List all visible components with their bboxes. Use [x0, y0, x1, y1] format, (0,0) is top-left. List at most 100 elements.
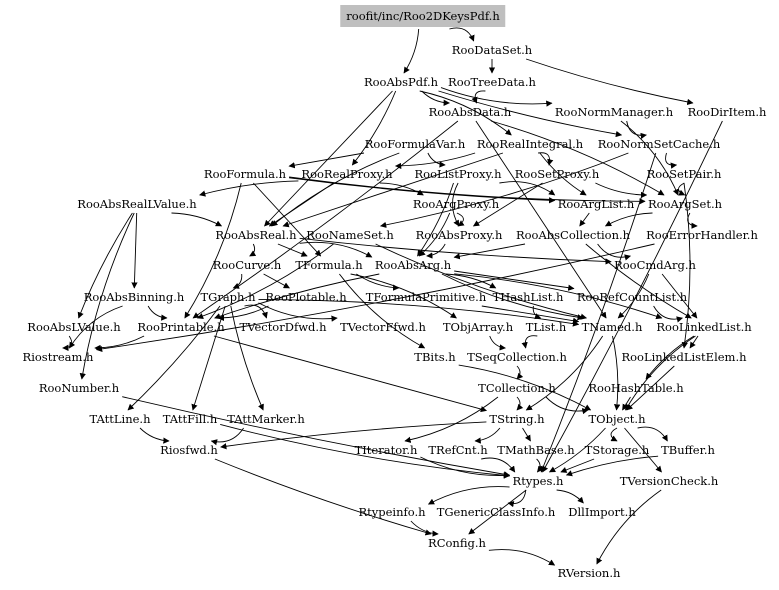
edge-TFormula-to-TBits: [339, 273, 426, 349]
edge-TAttLine-to-Riosfwd: [139, 427, 170, 444]
node-tvectorffwd[interactable]: TVectorFfwd.h: [340, 320, 426, 334]
node-roosetpair[interactable]: RooSetPair.h: [646, 167, 722, 181]
edge-RooAbsArg-to-RooPrintable: [214, 273, 380, 320]
node-riostream[interactable]: Riostream.h: [22, 350, 94, 364]
edge-Rtypes-to-TGenericClassInfo: [507, 489, 527, 508]
node-rooabsproxy[interactable]: RooAbsProxy.h: [415, 228, 503, 242]
node-rooabsarg[interactable]: RooAbsArg.h: [374, 258, 452, 272]
node-tattfill[interactable]: TAttFill.h: [162, 412, 218, 426]
node-roodiritem[interactable]: RooDirItem.h: [687, 105, 767, 119]
node-roonormsetcache[interactable]: RooNormSetCache.h: [597, 137, 721, 151]
node-rversion[interactable]: RVersion.h: [557, 566, 621, 580]
edge-TBuffer-to-Rtypes: [565, 455, 659, 477]
edge-RooSetProxy-to-RooArgSet: [595, 182, 648, 199]
node-rooabslvalue[interactable]: RooAbsLValue.h: [27, 320, 121, 334]
node-rooabscollection[interactable]: RooAbsCollection.h: [515, 228, 631, 242]
node-riosfwd[interactable]: Riosfwd.h: [160, 443, 218, 457]
node-tnamed[interactable]: TNamed.h: [581, 320, 643, 334]
node-rooargproxy[interactable]: RooArgProxy.h: [412, 197, 500, 211]
node-rooabspdf[interactable]: RooAbsPdf.h: [363, 75, 439, 89]
edge-RooRefCountList-to-RooLinkedList: [653, 305, 684, 323]
node-rooabsbinning[interactable]: RooAbsBinning.h: [83, 290, 185, 304]
node-tmathbase[interactable]: TMathBase.h: [497, 443, 575, 457]
edge-Rtypeinfo-to-RConfig: [410, 520, 439, 537]
node-tstring[interactable]: TString.h: [489, 412, 545, 426]
node-roocurve[interactable]: RooCurve.h: [212, 258, 282, 272]
edge-RooAbsReal-to-RooCurve: [249, 243, 257, 257]
edge-RooNormManager-to-RooArgSet: [620, 120, 679, 196]
edge-TMathBase-to-Rtypes: [536, 458, 544, 473]
edge-TObject-to-TBuffer: [637, 426, 668, 442]
node-roodataset[interactable]: RooDataSet.h: [451, 43, 533, 57]
node-tgenericclassinfo[interactable]: TGenericClassInfo.h: [436, 505, 556, 519]
edge-RooAbsRealLValue-to-RooAbsLValue: [77, 212, 133, 319]
node-roonumber[interactable]: RooNumber.h: [38, 381, 120, 395]
node-tlist[interactable]: TList.h: [525, 320, 567, 334]
edge-RooArgList-to-RooAbsCollection: [579, 212, 590, 227]
node-tgraph[interactable]: TGraph.h: [200, 290, 256, 304]
edge-RooAbsReal-to-RooAbsArg: [299, 241, 373, 258]
node-tbits[interactable]: TBits.h: [414, 350, 456, 364]
edge-RooFormula-to-RooArgSet: [289, 176, 646, 205]
node-rooformula[interactable]: RooFormula.h: [203, 167, 287, 181]
node-tobjarray[interactable]: TObjArray.h: [442, 320, 514, 334]
node-tformula[interactable]: TFormula.h: [295, 258, 363, 272]
edge-TNamed-to-TObject: [612, 335, 621, 411]
node-tvectordfwd[interactable]: TVectorDfwd.h: [239, 320, 327, 334]
node-roonameset[interactable]: RooNameSet.h: [306, 228, 394, 242]
node-roorealproxy[interactable]: RooRealProxy.h: [301, 167, 393, 181]
node-tformulaprimitive[interactable]: TFormulaPrimitive.h: [365, 290, 487, 304]
node-rooplotable[interactable]: RooPlotable.h: [265, 290, 347, 304]
node-tseqcollection[interactable]: TSeqCollection.h: [467, 350, 567, 364]
node-roorefcountlist[interactable]: RooRefCountList.h: [576, 290, 688, 304]
edge-root-to-RooAbsPdf: [403, 28, 420, 74]
edge-RooListProxy-to-RooAbsArg: [417, 182, 454, 257]
node-rooargset[interactable]: RooArgSet.h: [647, 197, 723, 211]
node-tbuffer[interactable]: TBuffer.h: [661, 443, 715, 457]
edge-TFormula-to-TObjArray: [350, 273, 457, 319]
node-rooabsreallvalue[interactable]: RooAbsRealLValue.h: [77, 197, 197, 211]
node-roorealintegral[interactable]: RooRealIntegral.h: [476, 137, 584, 151]
edge-RooAbsData-to-RooArgSet: [490, 120, 665, 196]
edge-TGraph-to-TVectorDfwd: [244, 304, 268, 319]
edge-RooSetPair-to-RooArgSet: [678, 182, 686, 196]
node-rooformulavar[interactable]: RooFormulaVar.h: [364, 137, 466, 151]
node-rooprintable[interactable]: RooPrintable.h: [137, 320, 225, 334]
node-roosetproxy[interactable]: RooSetProxy.h: [514, 167, 600, 181]
node-rconfig[interactable]: RConfig.h: [428, 536, 486, 550]
edge-THashList-to-TList: [532, 305, 542, 320]
node-titerator[interactable]: TIterator.h: [354, 443, 418, 457]
edge-RooArgProxy-to-RooAbsProxy: [456, 212, 465, 227]
node-roolinkedlist[interactable]: RooLinkedList.h: [656, 320, 752, 334]
node-rootreedata[interactable]: RooTreeData.h: [448, 75, 536, 89]
node-rooerrorhandler[interactable]: RooErrorHandler.h: [646, 228, 758, 242]
edge-RooLinkedList-to-RooHashTable: [645, 335, 695, 380]
edge-RooArgSet-to-RooAbsCollection: [604, 212, 653, 227]
node-tattmarker[interactable]: TAttMarker.h: [227, 412, 305, 426]
edge-TRefCnt-to-Rtypes: [481, 457, 516, 473]
node-rooarglist[interactable]: RooArgList.h: [557, 197, 635, 211]
node-trefcnt[interactable]: TRefCnt.h: [428, 443, 488, 457]
node-rtypes[interactable]: Rtypes.h: [512, 474, 564, 488]
node-rtypeinfo[interactable]: Rtypeinfo.h: [358, 505, 426, 519]
node-roocmdarg[interactable]: RooCmdArg.h: [614, 258, 696, 272]
root-file-node[interactable]: roofit/inc/Roo2DKeysPdf.h: [340, 5, 506, 27]
node-tstorage[interactable]: TStorage.h: [584, 443, 650, 457]
node-tversioncheck[interactable]: TVersionCheck.h: [619, 474, 719, 488]
node-roohashtable[interactable]: RooHashTable.h: [588, 381, 684, 395]
edge-RooRealProxy-to-RooAbsRealLValue: [199, 180, 299, 197]
edge-RooSetProxy-to-RooAbsProxy: [472, 182, 543, 227]
edge-RooHashTable-to-TObject: [622, 396, 631, 411]
node-rooabsreal[interactable]: RooAbsReal.h: [215, 228, 297, 242]
node-roonormmanager[interactable]: RooNormManager.h: [554, 105, 674, 119]
node-dllimport[interactable]: DllImport.h: [568, 505, 636, 519]
edge-RooFormula-to-RooPrintable: [184, 182, 242, 319]
node-roolistproxy[interactable]: RooListProxy.h: [414, 167, 502, 181]
node-rooabsdata[interactable]: RooAbsData.h: [428, 105, 512, 119]
node-thashlist[interactable]: THashList.h: [492, 290, 564, 304]
node-tattline[interactable]: TAttLine.h: [89, 412, 151, 426]
edge-TCollection-to-TString: [516, 396, 524, 411]
node-roolinkedlistelem[interactable]: RooLinkedListElem.h: [621, 350, 747, 364]
node-tobject[interactable]: TObject.h: [588, 412, 646, 426]
node-tcollection[interactable]: TCollection.h: [478, 381, 556, 395]
